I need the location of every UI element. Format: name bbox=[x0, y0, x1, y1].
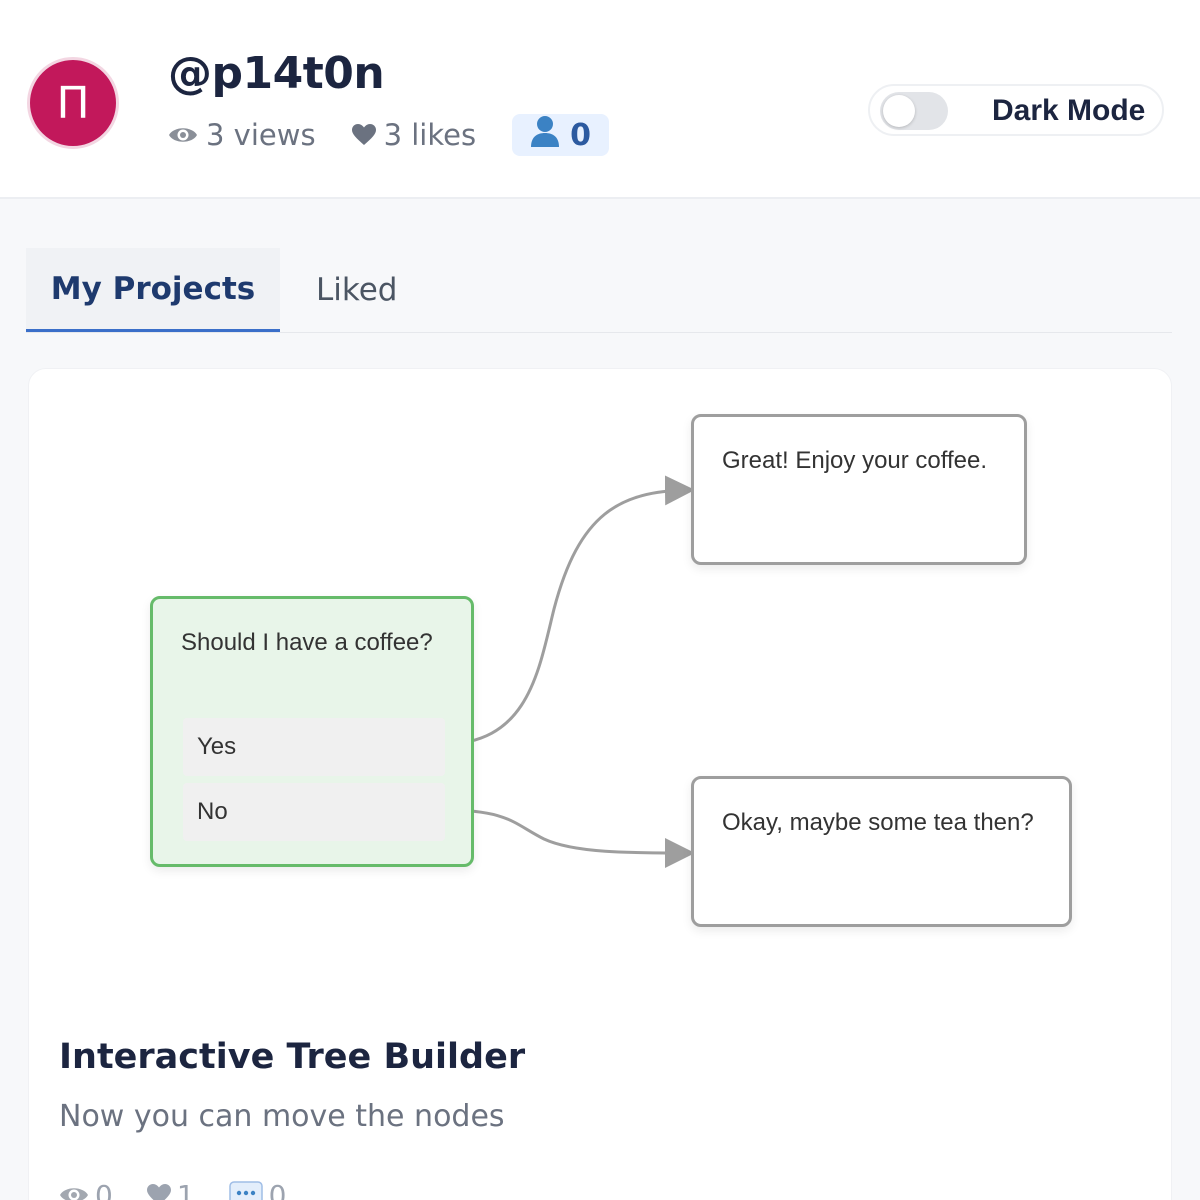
question-text: Should I have a coffee? bbox=[181, 629, 433, 656]
followers-count: 0 bbox=[570, 117, 591, 153]
project-comments-stat[interactable]: 0 bbox=[228, 1178, 287, 1200]
comment-icon bbox=[228, 1181, 263, 1200]
project-stats: 0 1 0 bbox=[59, 1175, 320, 1200]
tab-liked[interactable]: Liked bbox=[316, 248, 397, 332]
avatar[interactable]: П bbox=[27, 57, 119, 149]
project-title[interactable]: Interactive Tree Builder bbox=[59, 1037, 526, 1077]
edge-yes bbox=[443, 475, 695, 746]
views-stat: 3 views bbox=[168, 118, 316, 152]
project-views-count: 0 bbox=[95, 1178, 113, 1200]
heart-icon bbox=[351, 124, 376, 146]
answer-tea-text: Okay, maybe some tea then? bbox=[722, 809, 1034, 836]
tab-my-projects-label: My Projects bbox=[50, 270, 256, 307]
tree-edges bbox=[443, 475, 695, 868]
heart-icon bbox=[146, 1184, 171, 1200]
avatar-letter: П bbox=[56, 77, 90, 129]
option-yes-label: Yes bbox=[197, 733, 237, 760]
eye-icon bbox=[168, 124, 198, 146]
edge-no bbox=[443, 808, 695, 868]
project-comments-count: 0 bbox=[268, 1178, 287, 1200]
likes-stat: 3 likes bbox=[351, 118, 477, 152]
tree-preview[interactable]: Should I have a coffee? Yes No Great! En… bbox=[29, 369, 1173, 989]
views-count: 3 views bbox=[206, 118, 316, 152]
likes-count: 3 likes bbox=[383, 118, 477, 152]
answer-coffee-text: Great! Enjoy your coffee. bbox=[722, 447, 988, 474]
eye-icon bbox=[59, 1184, 89, 1200]
project-card[interactable]: Should I have a coffee? Yes No Great! En… bbox=[28, 368, 1172, 1200]
project-description: Now you can move the nodes bbox=[59, 1099, 505, 1134]
answer-node-tea[interactable]: Okay, maybe some tea then? bbox=[691, 776, 1072, 927]
option-no[interactable]: No bbox=[183, 783, 445, 841]
username: @p14t0n bbox=[168, 48, 385, 99]
question-node[interactable]: Should I have a coffee? Yes No bbox=[150, 596, 474, 867]
dark-mode-toggle[interactable] bbox=[880, 92, 948, 130]
followers-badge[interactable]: 0 bbox=[512, 114, 609, 156]
tab-my-projects[interactable]: My Projects bbox=[26, 248, 280, 332]
project-likes-stat[interactable]: 1 bbox=[146, 1178, 195, 1200]
project-views-stat: 0 bbox=[59, 1179, 113, 1200]
option-no-label: No bbox=[197, 798, 228, 825]
profile-header: П @p14t0n 3 views 3 likes bbox=[0, 0, 1200, 199]
profile-stats: 3 views 3 likes 0 bbox=[168, 112, 609, 158]
option-yes[interactable]: Yes bbox=[183, 718, 445, 776]
dark-mode-label: Dark Mode bbox=[992, 94, 1146, 127]
tab-liked-label: Liked bbox=[316, 272, 398, 308]
user-icon bbox=[530, 115, 560, 155]
dark-mode-control: Dark Mode bbox=[868, 84, 1164, 136]
project-likes-count: 1 bbox=[176, 1178, 195, 1200]
profile-tabs: My Projects Liked bbox=[26, 248, 1172, 333]
answer-node-coffee[interactable]: Great! Enjoy your coffee. bbox=[691, 414, 1027, 565]
toggle-knob bbox=[883, 95, 915, 127]
